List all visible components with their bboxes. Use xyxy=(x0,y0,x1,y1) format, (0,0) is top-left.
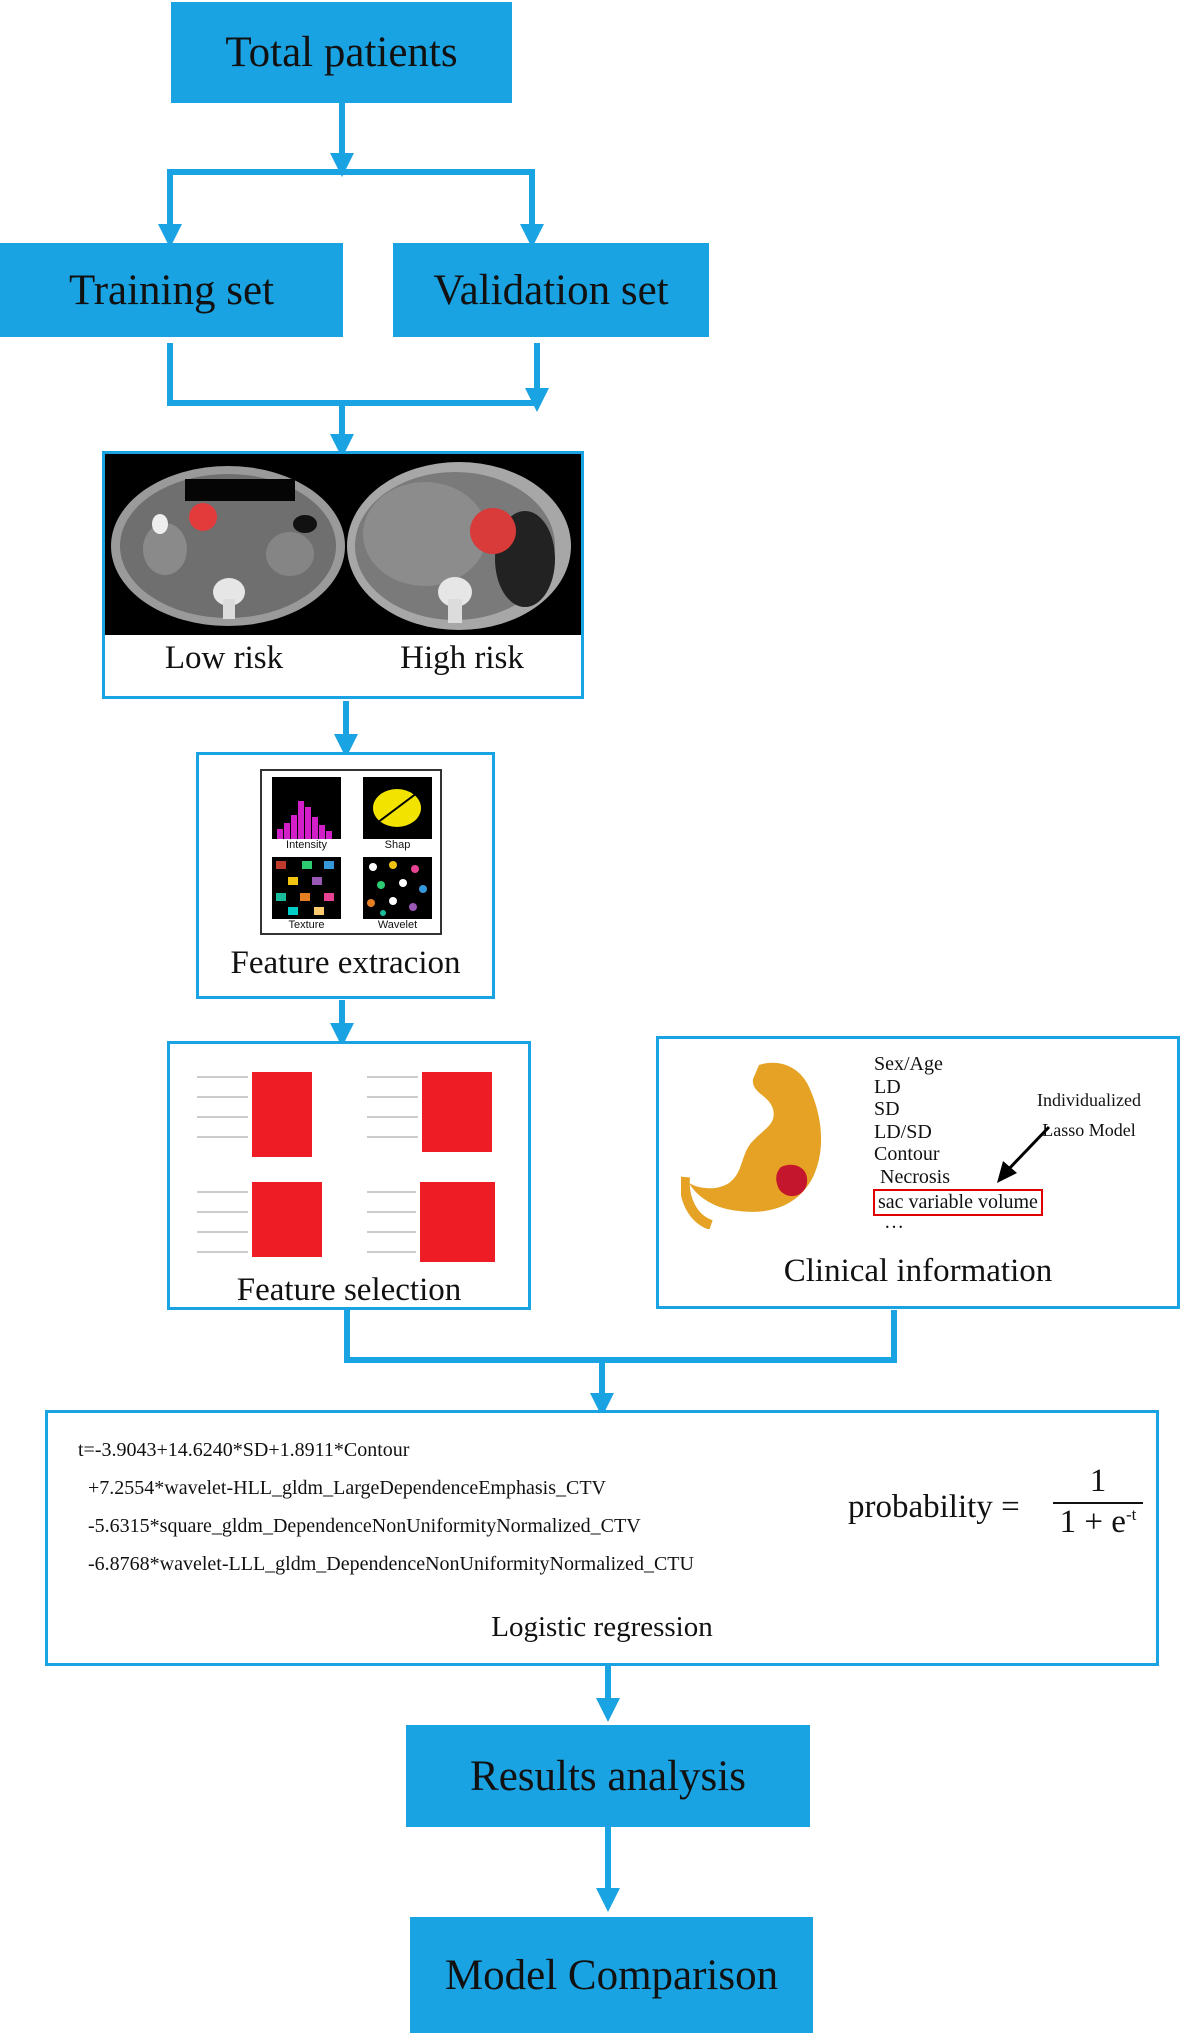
ct-scans xyxy=(105,454,581,635)
lasso-model-label: Individualized Lasso Model xyxy=(1014,1085,1164,1145)
shape-icon xyxy=(363,777,432,839)
feature-selection-caption: Feature selection xyxy=(236,1272,462,1308)
branch-split xyxy=(167,169,535,232)
clinical-item-sd: SD xyxy=(874,1098,900,1120)
ct-images-box: Low risk High risk xyxy=(102,451,584,699)
clinical-item-sex-age: Sex/Age xyxy=(874,1053,943,1075)
clinical-ellipsis: … xyxy=(884,1211,904,1233)
regression-formula: t=-3.9043+14.6240*SD+1.8911*Contour +7.2… xyxy=(78,1431,838,1583)
feature-extraction-caption: Feature extracion xyxy=(230,945,461,981)
highlighted-sac-variable-volume: sac variable volume xyxy=(873,1189,1043,1216)
formula-line-3: -5.6315*square_gldm_DependenceNonUniform… xyxy=(88,1515,641,1537)
tile-label-shape: Shap xyxy=(384,839,411,851)
probability-numerator: 1 xyxy=(1053,1463,1143,1504)
tile-label-intensity: Intensity xyxy=(286,839,327,851)
results-analysis-box: Results analysis xyxy=(406,1725,810,1827)
intensity-icon xyxy=(272,777,341,839)
clinical-items-list: Sex/Age LD SD LD/SD Contour Necrosis xyxy=(874,1053,1044,1188)
clinical-item-contour: Contour xyxy=(874,1143,940,1165)
pointer-arrow-icon xyxy=(997,1125,1051,1183)
logistic-regression-box: t=-3.9043+14.6240*SD+1.8911*Contour +7.2… xyxy=(45,1410,1159,1666)
training-set-box: Training set xyxy=(0,243,343,337)
formula-line-4: -6.8768*wavelet-LLL_gldm_DependenceNonUn… xyxy=(88,1553,694,1575)
radiomics-tiles: Intensity Shap Texture Wavelet xyxy=(260,769,442,935)
total-patients-box: Total patients xyxy=(171,2,512,103)
low-risk-label: Low risk xyxy=(164,640,284,676)
probability-label: probability xyxy=(848,1489,993,1525)
feature-extraction-box: Intensity Shap Texture Wavelet Fe xyxy=(196,752,495,999)
low-risk-ct-image xyxy=(111,466,345,626)
lasso-label-line1: Individualized xyxy=(1037,1090,1141,1110)
merge-selection-clinical xyxy=(344,1310,897,1363)
results-analysis-label: Results analysis xyxy=(470,1752,746,1800)
wavelet-icon xyxy=(363,857,432,919)
total-patients-label: Total patients xyxy=(225,29,458,76)
validation-set-box: Validation set xyxy=(393,243,709,337)
probability-denominator: 1 + e xyxy=(1059,1504,1126,1540)
clinical-information-box: Sex/Age LD SD LD/SD Contour Necrosis sac… xyxy=(656,1036,1180,1309)
high-risk-label: High risk xyxy=(400,640,524,676)
clinical-item-necrosis: Necrosis xyxy=(880,1165,950,1188)
probability-formula: probability = 1 1 + e-t xyxy=(848,1463,1148,1563)
clinical-item-ld: LD xyxy=(874,1075,901,1098)
tile-label-texture: Texture xyxy=(288,919,325,931)
validation-set-label: Validation set xyxy=(433,266,669,314)
formula-line-1: t=-3.9043+14.6240*SD+1.8911*Contour xyxy=(78,1439,410,1461)
stomach-icon xyxy=(681,1062,822,1229)
formula-line-2: +7.2554*wavelet-HLL_gldm_LargeDependence… xyxy=(88,1477,606,1499)
branch-merge xyxy=(167,343,540,406)
model-comparison-box: Model Comparison xyxy=(410,1917,813,2033)
clinical-item-ld-sd: LD/SD xyxy=(874,1120,932,1143)
logistic-regression-caption: Logistic regression xyxy=(491,1611,713,1643)
high-risk-ct-image xyxy=(347,462,571,630)
feature-selection-plots xyxy=(197,1072,495,1262)
texture-icon xyxy=(272,857,341,919)
selection-plot-bars xyxy=(252,1072,495,1262)
probability-fraction: 1 1 + e-t xyxy=(1053,1463,1143,1541)
feature-selection-box: Feature selection xyxy=(167,1041,531,1310)
model-comparison-label: Model Comparison xyxy=(444,1951,779,1999)
tile-label-wavelet: Wavelet xyxy=(377,919,418,931)
training-set-label: Training set xyxy=(68,266,275,314)
lasso-label-line2: Lasso Model xyxy=(1042,1120,1136,1140)
clinical-information-caption: Clinical information xyxy=(783,1253,1053,1289)
